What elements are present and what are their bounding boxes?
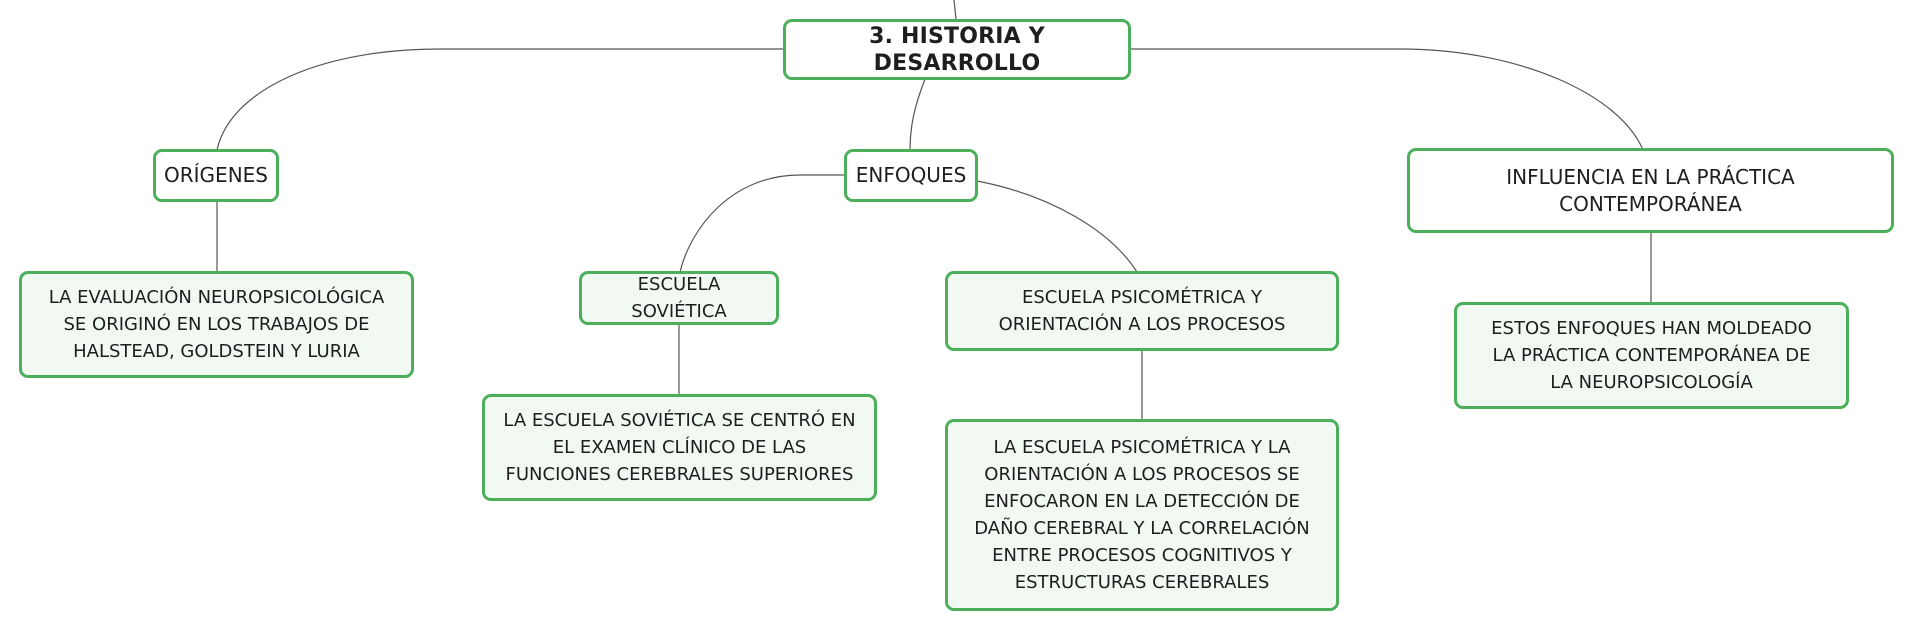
connector-enfoques-psicometrica [976, 180, 1138, 273]
node-origenes-label: ORÍGENES [164, 163, 268, 187]
node-influencia-detail[interactable]: ESTOS ENFOQUES HAN MOLDEADO LA PRÁCTICA … [1454, 302, 1849, 409]
node-origenes-detail[interactable]: LA EVALUACIÓN NEUROPSICOLÓGICA SE ORIGIN… [19, 271, 414, 378]
node-origenes[interactable]: ORÍGENES [153, 149, 279, 202]
node-enfoques[interactable]: ENFOQUES [844, 149, 978, 202]
connector-root-influencia [1129, 48, 1644, 151]
node-escuela-sovietica[interactable]: ESCUELA SOVIÉTICA [579, 271, 779, 325]
node-influencia-detail-text: ESTOS ENFOQUES HAN MOLDEADO LA PRÁCTICA … [1491, 318, 1812, 393]
connector-enfoques-sovietica [679, 174, 845, 273]
node-escuela-psicometrica[interactable]: ESCUELA PSICOMÉTRICA Y ORIENTACIÓN A LOS… [945, 271, 1339, 351]
connector-root-origenes [216, 48, 784, 151]
node-escuela-sovietica-detail[interactable]: LA ESCUELA SOVIÉTICA SE CENTRÓ EN EL EXA… [482, 394, 877, 501]
node-escuela-psicometrica-detail-text: LA ESCUELA PSICOMÉTRICA Y LA ORIENTACIÓN… [974, 437, 1310, 593]
node-escuela-psicometrica-detail[interactable]: LA ESCUELA PSICOMÉTRICA Y LA ORIENTACIÓN… [945, 419, 1339, 611]
node-escuela-sovietica-label: ESCUELA SOVIÉTICA [631, 274, 727, 322]
root-node[interactable]: 3. HISTORIA Y DESARROLLO [783, 19, 1131, 80]
node-influencia-label: INFLUENCIA EN LA PRÁCTICA CONTEMPORÁNEA [1506, 164, 1795, 216]
connector-root-enfoques [909, 78, 926, 151]
node-escuela-sovietica-detail-text: LA ESCUELA SOVIÉTICA SE CENTRÓ EN EL EXA… [503, 410, 856, 485]
node-influencia[interactable]: INFLUENCIA EN LA PRÁCTICA CONTEMPORÁNEA [1407, 148, 1894, 233]
node-origenes-detail-text: LA EVALUACIÓN NEUROPSICOLÓGICA SE ORIGIN… [48, 287, 385, 362]
node-enfoques-label: ENFOQUES [855, 163, 967, 187]
connector-parent-in [953, 0, 957, 20]
node-escuela-psicometrica-label: ESCUELA PSICOMÉTRICA Y ORIENTACIÓN A LOS… [998, 287, 1286, 335]
root-node-label: 3. HISTORIA Y DESARROLLO [869, 23, 1045, 76]
